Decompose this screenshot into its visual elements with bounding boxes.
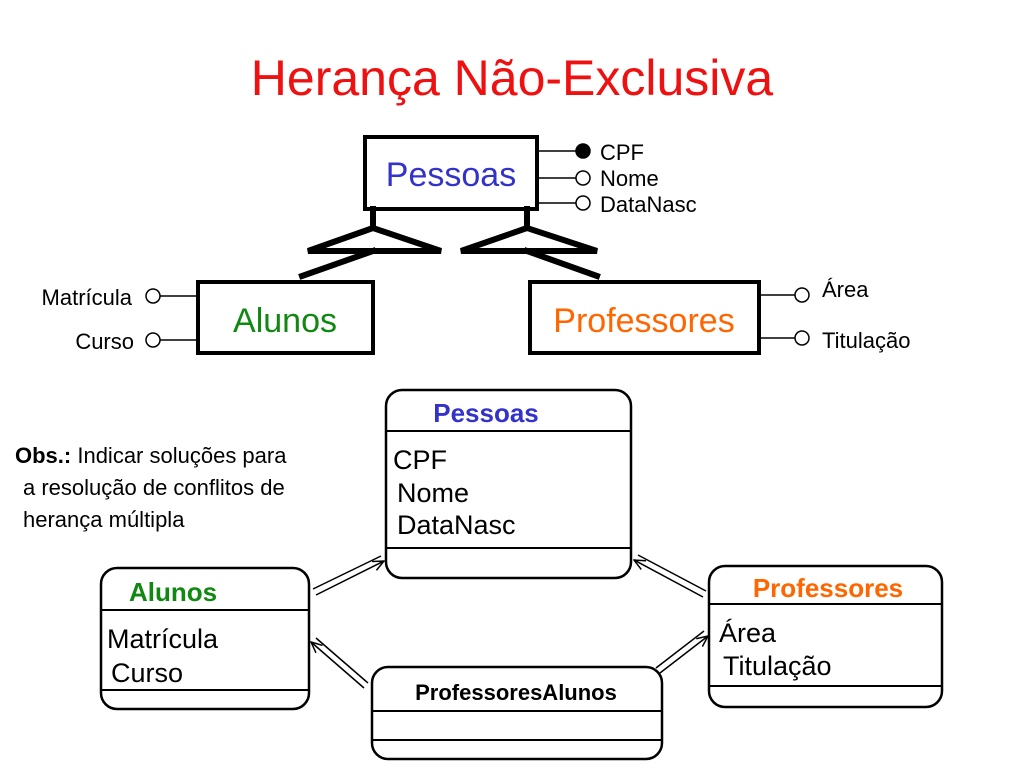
- arrow-profalunos-to-alunos: [315, 637, 369, 684]
- er-entity-pessoas: Pessoas: [363, 135, 539, 211]
- table-professores-attr: Área: [719, 618, 777, 648]
- table-alunos: Alunos Matrícula Curso: [99, 566, 311, 711]
- key-attribute-marker: [575, 143, 591, 159]
- attribute-marker: [145, 288, 161, 304]
- er-entity-alunos-label: Alunos: [233, 302, 337, 340]
- er-entity-alunos: Alunos: [196, 280, 375, 355]
- attribute-marker: [145, 332, 161, 348]
- er-attr-area: Área: [822, 277, 869, 302]
- specialization-symbols: [298, 206, 601, 280]
- er-entity-pessoas-label: Pessoas: [386, 156, 516, 194]
- obs-line-3: herança múltipla: [23, 507, 185, 532]
- inheritance-arrows: [311, 554, 708, 689]
- table-pessoas-attr: CPF: [393, 445, 447, 475]
- er-alunos-attributes: Matrícula Curso: [42, 285, 198, 354]
- table-alunos-title: Alunos: [129, 577, 217, 607]
- table-alunos-attr: Curso: [111, 658, 183, 688]
- attribute-marker: [575, 195, 591, 211]
- table-professores-title: Professores: [753, 573, 903, 603]
- attribute-marker: [794, 287, 810, 303]
- attribute-marker: [794, 330, 810, 346]
- table-pessoas-attr: DataNasc: [397, 510, 516, 540]
- er-attr-cpf: CPF: [600, 140, 644, 165]
- arrow-professores-to-pessoas: [637, 554, 707, 592]
- arrow-alunos-to-pessoas: [312, 555, 382, 590]
- table-pessoas-title: Pessoas: [433, 398, 539, 428]
- er-attr-nome: Nome: [600, 166, 659, 191]
- er-entity-professores-label: Professores: [553, 302, 734, 340]
- obs-line-2: a resolução de conflitos de: [23, 475, 285, 500]
- observation-note: Obs.: Indicar soluções para a resolução …: [15, 440, 375, 536]
- table-pessoas: Pessoas CPF Nome DataNasc: [384, 388, 633, 580]
- er-professores-attributes: Área Titulação: [759, 277, 910, 353]
- er-attr-curso: Curso: [75, 329, 134, 354]
- er-entity-professores: Professores: [528, 280, 761, 355]
- er-pessoas-attributes: CPF Nome DataNasc: [537, 140, 697, 217]
- er-attr-datanasc: DataNasc: [600, 192, 697, 217]
- table-alunos-attr: Matrícula: [107, 624, 219, 654]
- er-attr-matricula: Matrícula: [42, 285, 133, 310]
- table-professores-attr: Titulação: [723, 651, 832, 681]
- table-pessoas-attr: Nome: [397, 478, 469, 508]
- table-professores: Professores Área Titulação: [707, 564, 944, 709]
- attribute-marker: [575, 170, 591, 186]
- obs-label: Obs.:: [15, 443, 72, 468]
- table-professores-alunos: ProfessoresAlunos: [370, 665, 664, 761]
- er-attr-titulacao: Titulação: [822, 328, 910, 353]
- obs-line-1: Indicar soluções para: [71, 443, 287, 468]
- arrow-profalunos-to-professores: [655, 630, 705, 669]
- table-professores-alunos-title: ProfessoresAlunos: [415, 680, 617, 705]
- page-title: Herança Não-Exclusiva: [251, 50, 774, 106]
